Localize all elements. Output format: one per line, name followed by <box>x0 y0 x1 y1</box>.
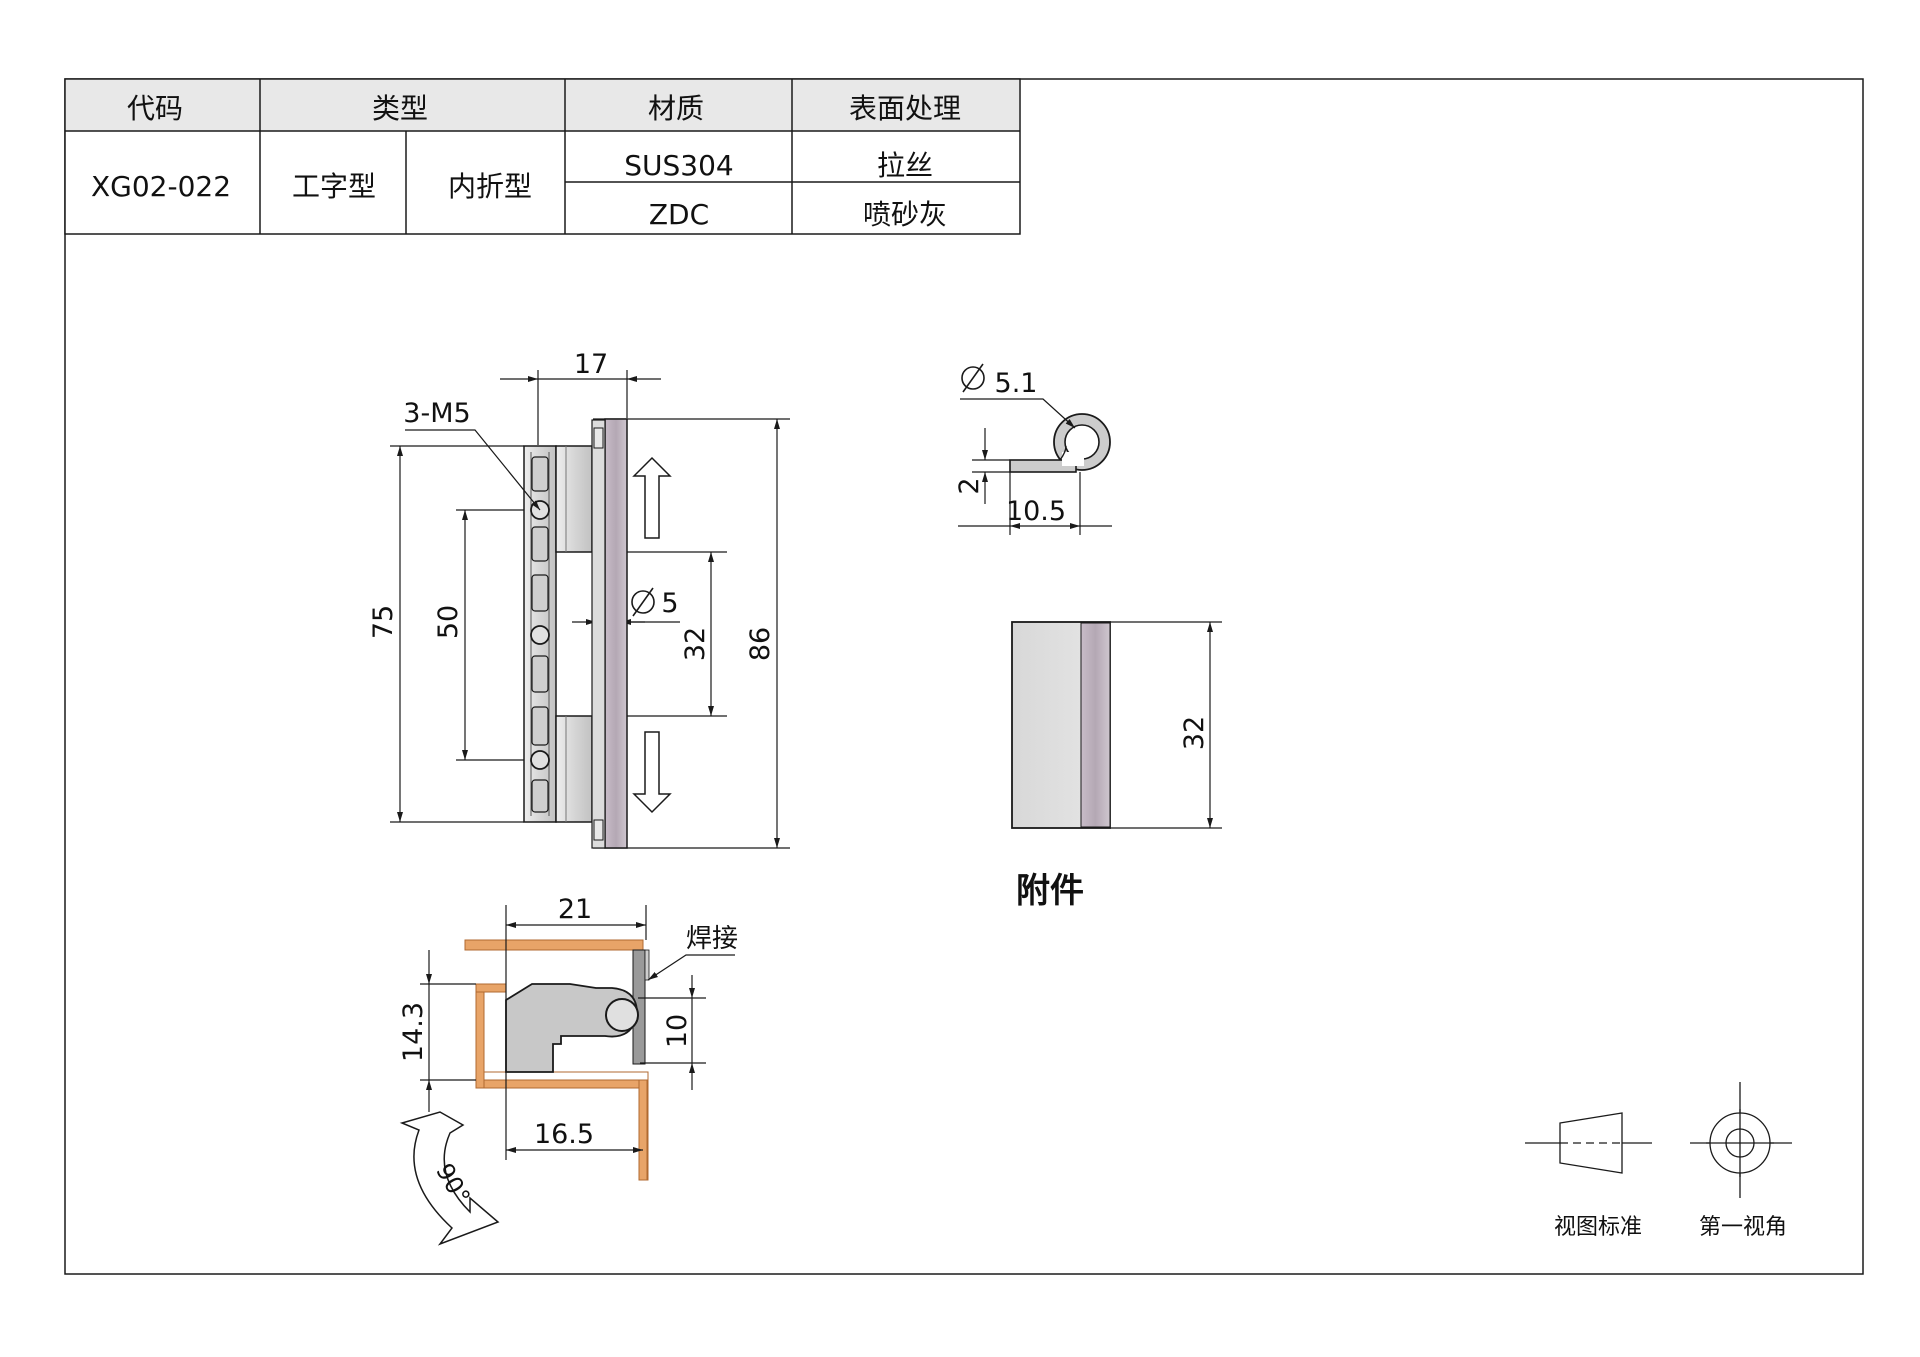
header-code: 代码 <box>127 92 183 125</box>
dim-10-5: 10.5 <box>1006 496 1066 527</box>
accessory-caption: 附件 <box>1016 871 1084 911</box>
hinge-right-bar <box>604 418 628 849</box>
projection-symbol <box>1525 1082 1792 1198</box>
label-3-m5: 3-M5 <box>403 398 470 429</box>
dim-2: 2 <box>954 477 985 494</box>
accessory-diameter-icon <box>961 363 985 393</box>
header-finish: 表面处理 <box>849 92 961 125</box>
cell-material-2: ZDC <box>649 198 709 231</box>
hinge-knuckle-circle <box>605 998 639 1032</box>
hinge-upper-knuckle <box>555 445 593 553</box>
cell-finish-2: 喷砂灰 <box>863 198 947 231</box>
cell-type-b: 内折型 <box>448 170 532 203</box>
dim-86: 86 <box>745 627 776 661</box>
cell-type-a: 工字型 <box>292 170 376 203</box>
accessory-block: 32 <box>1011 621 1222 829</box>
diameter-icon <box>631 587 655 617</box>
cell-material-1: SUS304 <box>624 149 733 182</box>
front-view: 17 3-M5 75 50 32 86 5 <box>368 349 790 849</box>
dim-5-1: 5.1 <box>995 368 1038 399</box>
dim-21: 21 <box>558 894 592 925</box>
dim-10: 10 <box>662 1014 693 1048</box>
header-material: 材质 <box>648 92 704 125</box>
label-view-standard: 视图标准 <box>1554 1215 1642 1240</box>
side-view: 21 焊接 14.3 10 16.5 90° <box>398 894 738 1246</box>
accessory-clip: 5.1 2 10.5 <box>954 363 1112 535</box>
dim-17: 17 <box>574 349 608 380</box>
dim-32-accessory: 32 <box>1179 716 1210 750</box>
dim-16-5: 16.5 <box>534 1119 594 1150</box>
arrow-down-icon <box>632 731 672 814</box>
spec-table <box>64 78 1021 235</box>
label-first-angle: 第一视角 <box>1699 1215 1787 1240</box>
cell-finish-1: 拉丝 <box>877 149 933 182</box>
dim-14-3: 14.3 <box>398 1002 429 1062</box>
dim-pin-dia: 5 <box>661 588 678 619</box>
dim-32-front: 32 <box>680 627 711 661</box>
dim-75: 75 <box>368 605 399 639</box>
drawing-border <box>64 78 1864 1275</box>
rotation-arrow-icon <box>399 1111 500 1246</box>
hinge-lower-knuckle <box>555 715 593 823</box>
cell-code: XG02-022 <box>91 170 231 203</box>
header-type: 类型 <box>372 92 428 125</box>
label-weld: 焊接 <box>686 924 738 954</box>
dim-50: 50 <box>433 605 464 639</box>
first-angle-view-icon <box>1690 1082 1792 1198</box>
door-panel <box>464 939 644 951</box>
arrow-up-icon <box>632 456 672 539</box>
